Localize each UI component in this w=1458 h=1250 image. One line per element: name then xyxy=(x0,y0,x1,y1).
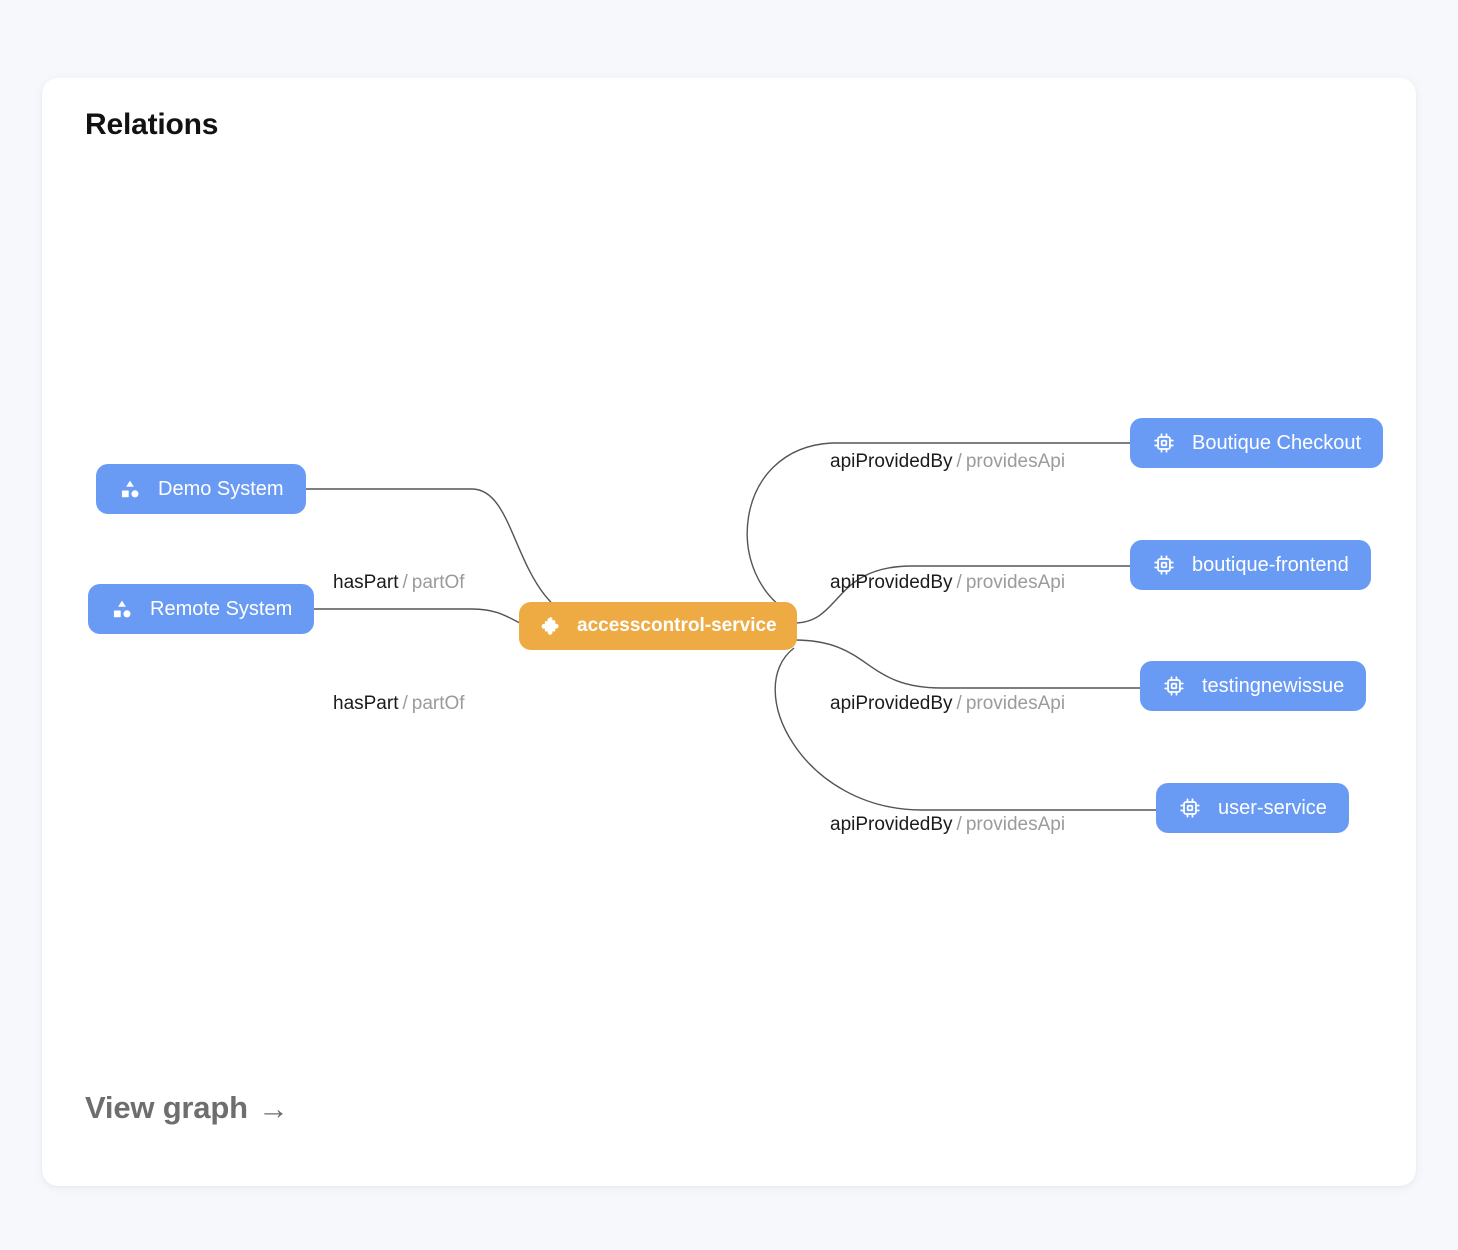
graph-node-boutique-frontend[interactable]: boutique-frontend xyxy=(1130,540,1371,590)
edge-label-remote-system: hasPart/partOf xyxy=(333,693,465,715)
graph-node-label: user-service xyxy=(1218,796,1327,819)
view-graph-label: View graph xyxy=(85,1090,248,1125)
relations-card: Relations De xyxy=(42,78,1416,1186)
relation-separator: / xyxy=(402,693,408,714)
relation-separator: / xyxy=(956,572,962,593)
graph-node-label: Remote System xyxy=(150,597,293,620)
shapes-icon xyxy=(110,597,134,621)
graph-node-label: accesscontrol-service xyxy=(577,615,777,636)
relation-inverse: providesApi xyxy=(965,693,1066,714)
edge-label-user-service: apiProvidedBy/providesApi xyxy=(830,814,1065,836)
relation-name: apiProvidedBy xyxy=(830,693,953,714)
edge-label-boutique-frontend: apiProvidedBy/providesApi xyxy=(830,572,1065,594)
relation-inverse: providesApi xyxy=(965,572,1066,593)
relations-graph: Demo System Remote System accesscontrol-… xyxy=(42,78,1416,1186)
relation-inverse: partOf xyxy=(411,693,465,714)
graph-node-accesscontrol-service[interactable]: accesscontrol-service xyxy=(519,602,797,650)
puzzle-piece-icon xyxy=(539,614,563,638)
graph-node-testingnewissue[interactable]: testingnewissue xyxy=(1140,661,1367,711)
relation-separator: / xyxy=(956,451,962,472)
chip-icon xyxy=(1152,431,1176,455)
relation-name: apiProvidedBy xyxy=(830,814,953,835)
relation-separator: / xyxy=(402,572,408,593)
relation-name: apiProvidedBy xyxy=(830,451,953,472)
graph-node-demo-system[interactable]: Demo System xyxy=(96,464,306,514)
view-graph-link[interactable]: View graph → xyxy=(85,1090,289,1126)
graph-node-label: testingnewissue xyxy=(1202,674,1345,697)
edge-user-service-path xyxy=(774,647,1157,811)
shapes-icon xyxy=(118,477,142,501)
relation-separator: / xyxy=(956,693,962,714)
chip-icon xyxy=(1152,553,1176,577)
chip-icon xyxy=(1162,674,1186,698)
edge-label-testingnewissue: apiProvidedBy/providesApi xyxy=(830,693,1065,715)
page-title: Relations xyxy=(85,108,219,141)
relation-name: apiProvidedBy xyxy=(830,572,953,593)
edge-label-demo-system: hasPart/partOf xyxy=(333,572,465,594)
relation-separator: / xyxy=(956,814,962,835)
relation-inverse: partOf xyxy=(411,572,465,593)
relation-name: hasPart xyxy=(333,572,399,593)
arrow-right-icon: → xyxy=(257,1090,289,1126)
edge-label-boutique-checkout: apiProvidedBy/providesApi xyxy=(830,451,1065,473)
graph-node-label: Demo System xyxy=(158,477,284,500)
relation-name: hasPart xyxy=(333,693,399,714)
graph-node-label: boutique-frontend xyxy=(1192,553,1349,576)
relation-inverse: providesApi xyxy=(965,814,1066,835)
graph-node-user-service[interactable]: user-service xyxy=(1156,783,1349,833)
edge-testingnewissue-path xyxy=(793,639,1142,689)
chip-icon xyxy=(1178,796,1202,820)
graph-node-label: Boutique Checkout xyxy=(1192,431,1362,454)
graph-node-remote-system[interactable]: Remote System xyxy=(88,584,315,634)
graph-node-boutique-checkout[interactable]: Boutique Checkout xyxy=(1130,418,1384,468)
relation-inverse: providesApi xyxy=(965,451,1066,472)
